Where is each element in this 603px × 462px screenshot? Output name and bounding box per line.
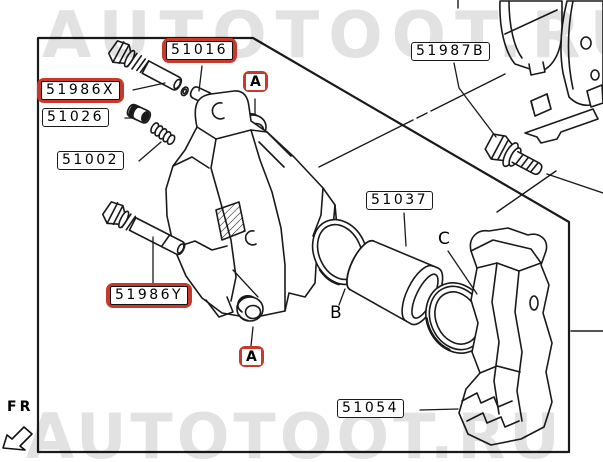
- part-label-51986y[interactable]: 51986Y: [106, 283, 193, 308]
- callout-c: C: [438, 229, 450, 249]
- sleeve-51026: [126, 103, 152, 124]
- part-number: 51987B: [416, 43, 486, 59]
- part-label-51986x[interactable]: 51986X: [37, 78, 125, 103]
- callout-a-bottom: A: [239, 346, 264, 367]
- part-label-51002[interactable]: 51002: [57, 151, 125, 170]
- part-label-51026[interactable]: 51026: [42, 108, 110, 127]
- watermark-bottom: AUTOTOOT.RU: [26, 400, 564, 462]
- callout-a-top: A: [243, 71, 268, 92]
- watermark-layer: AUTOTOOT.RU AUTOTOOT.RU: [26, 0, 603, 462]
- part-label-51987b[interactable]: 51987B: [411, 42, 491, 61]
- guide-pin-upper: [107, 40, 189, 97]
- part-number: 51002: [62, 152, 120, 168]
- pad-clips: [524, 84, 603, 144]
- callout-letter: A: [246, 73, 265, 90]
- frame-border: [36, 36, 571, 454]
- caliper-bracket: [458, 227, 553, 446]
- guide-bolt: [484, 133, 543, 176]
- part-number: 51986X: [41, 81, 121, 100]
- part-label-51016[interactable]: 51016: [162, 38, 238, 63]
- part-number: 51026: [47, 109, 105, 125]
- leader-lines: [124, 62, 497, 411]
- guide-pin-lower: [101, 201, 186, 256]
- connection-lines: [318, 0, 603, 332]
- part-label-51054[interactable]: 51054: [337, 399, 405, 418]
- callout-letter: A: [242, 348, 261, 365]
- part-number: 51016: [166, 41, 234, 60]
- caliper-body: [165, 90, 338, 319]
- fr-direction-label: FR: [7, 399, 34, 415]
- part-number: 51986Y: [110, 286, 189, 305]
- piston-51037: [346, 239, 444, 326]
- part-number: 51037: [371, 192, 429, 208]
- bushing-a-bottom: [236, 295, 264, 322]
- callout-b: B: [330, 303, 342, 323]
- coil-51002: [150, 122, 176, 146]
- watermark-top: AUTOTOOT.RU: [42, 0, 603, 73]
- brake-pads: [499, 0, 603, 107]
- part-label-51037[interactable]: 51037: [366, 191, 434, 210]
- part-number: 51054: [342, 400, 400, 416]
- fr-arrow-icon: [2, 426, 33, 451]
